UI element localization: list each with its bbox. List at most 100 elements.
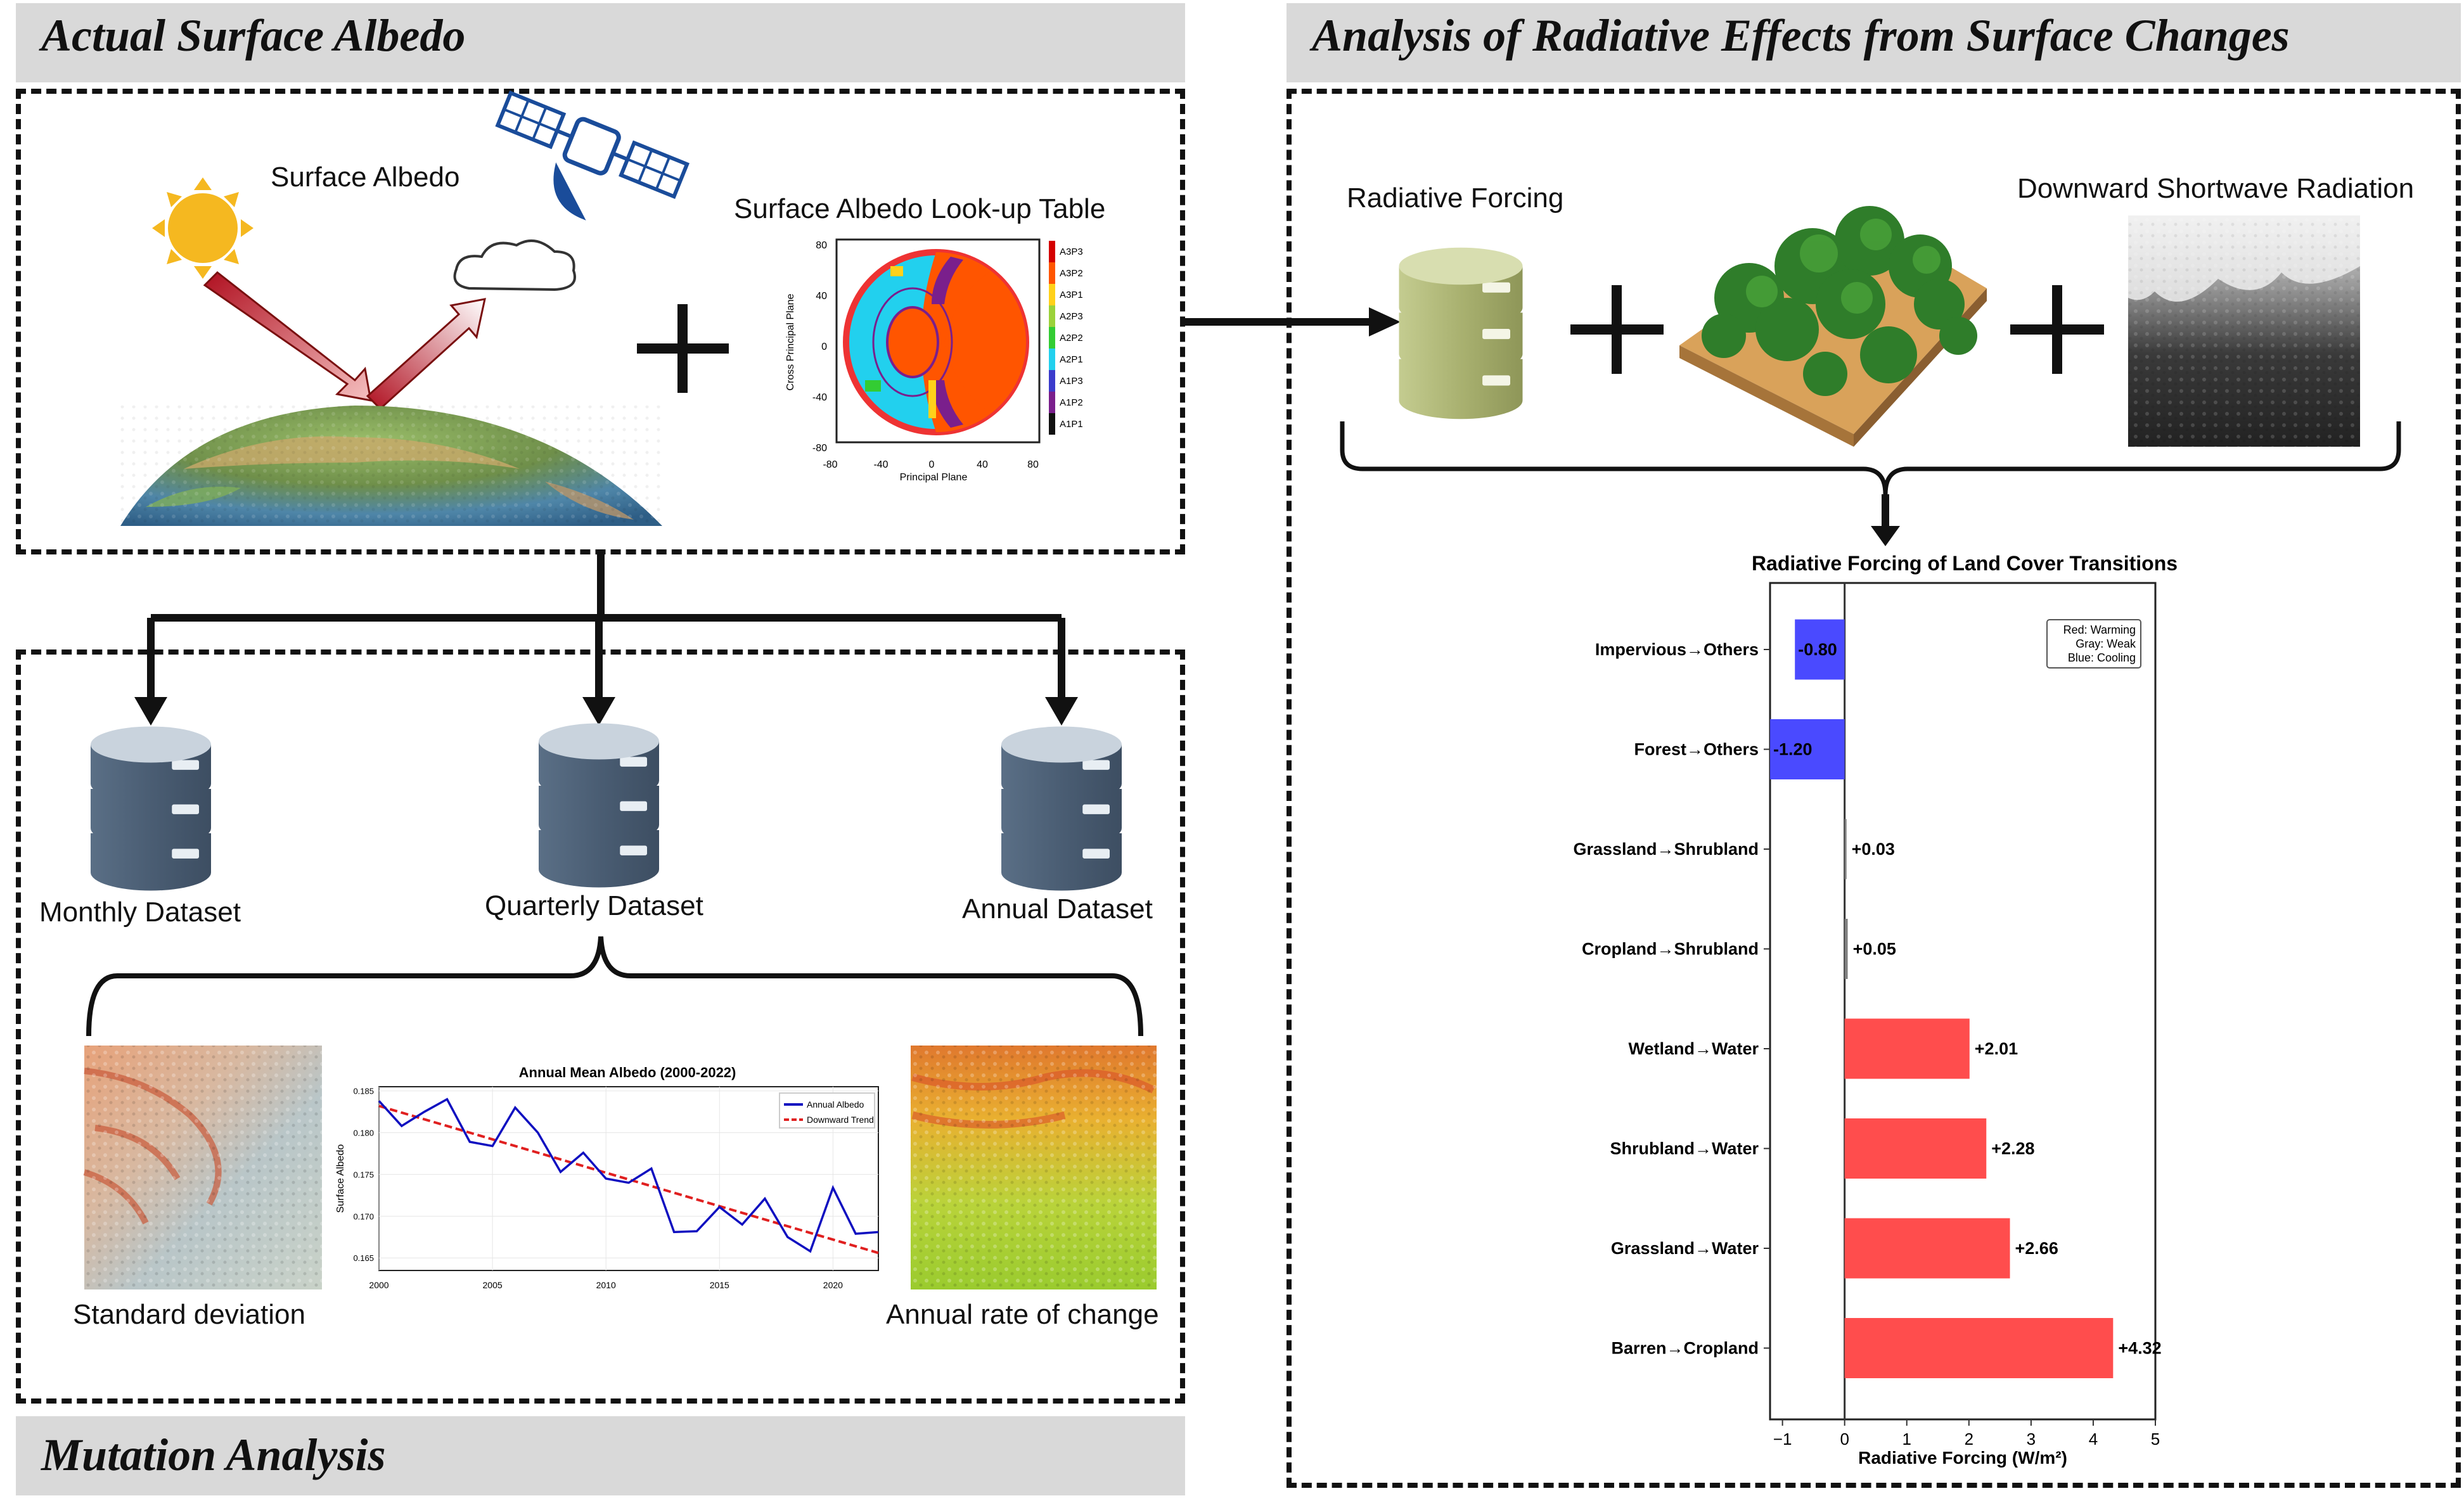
bar-chart-x-tick: −1 (1773, 1430, 1792, 1449)
monthly-dataset-label: Monthly Dataset (39, 897, 241, 928)
reflected-radiation-arrow (366, 298, 486, 411)
line-chart-x-tick: 2005 (483, 1280, 503, 1290)
legend-warming: Red: Warming (2063, 624, 2136, 636)
database-slot (1482, 375, 1510, 386)
line-chart-y-tick: 0.170 (353, 1212, 374, 1221)
bar-chart-x-label: Radiative Forcing (W/m²) (1858, 1448, 2067, 1468)
bar-chart-x-tick: 3 (2027, 1430, 2036, 1449)
radiative-forcing-label: Radiative Forcing (1347, 182, 1564, 214)
lut-y-tick: 80 (816, 240, 827, 251)
downward-shortwave-radiation-image (2128, 215, 2360, 447)
database-segment (1399, 312, 1523, 373)
bar-value-label: -1.20 (1773, 740, 1813, 759)
annual-dataset-label: Annual Dataset (962, 893, 1153, 925)
split-arrowheads (134, 697, 1078, 726)
database-segment (91, 789, 211, 847)
cloud-icon (453, 240, 576, 291)
lut-x-tick: 40 (977, 459, 988, 470)
bar (1844, 1218, 2010, 1279)
quarterly-database-icon (539, 723, 659, 888)
actual-albedo-banner: Actual Surface Albedo (16, 3, 1185, 82)
database-slot (1482, 282, 1510, 293)
quarterly-brace (86, 936, 1143, 1037)
line-chart-x-tick: 2010 (596, 1280, 616, 1290)
database-slot (1482, 329, 1510, 340)
bar-value-label: +2.66 (2015, 1239, 2058, 1258)
lut-legend-label: A1P1 (1060, 419, 1083, 430)
lut-x-tick: -80 (823, 459, 837, 470)
line-chart-y-tick: 0.185 (353, 1087, 374, 1096)
dsr-label: Downward Shortwave Radiation (2017, 173, 2415, 204)
split-connector (147, 554, 1065, 703)
albedo-box (16, 89, 1185, 554)
database-slot (172, 760, 199, 770)
right-connector-arrow (1185, 307, 1401, 336)
bar-chart-x-tick: 1 (1903, 1430, 1911, 1449)
database-slot (172, 804, 199, 814)
lut-legend-label: A2P2 (1060, 333, 1083, 343)
quarterly-dataset-label: Quarterly Dataset (485, 890, 703, 921)
lut-x-tick: 0 (929, 459, 935, 470)
satellite-icon (495, 90, 690, 221)
plus-icon (2010, 285, 2104, 374)
bar-category-label: Grassland→Water (1611, 1239, 1759, 1258)
lut-y-tick: 40 (816, 291, 827, 302)
line-chart-y-tick: 0.180 (353, 1129, 374, 1138)
sun-icon (152, 177, 253, 279)
lut-legend-label: A2P3 (1060, 311, 1083, 322)
lut-legend-swatch (1049, 262, 1055, 284)
surface-albedo-label: Surface Albedo (271, 162, 460, 193)
lut-legend-label: A1P3 (1060, 376, 1083, 387)
line-chart-x-tick: 2000 (369, 1280, 388, 1290)
lut-legend-swatch (1049, 413, 1055, 435)
bar-chart-x-tick: 0 (1840, 1430, 1849, 1449)
legend-downward-trend: Downward Trend (807, 1115, 874, 1125)
annual-rate-map (911, 1046, 1157, 1289)
database-segment (539, 830, 659, 888)
plus-icon (637, 304, 729, 393)
database-slot (1082, 760, 1110, 770)
bar-category-label: Wetland→Water (1628, 1039, 1759, 1058)
mutation-analysis-title: Mutation Analysis (41, 1430, 386, 1480)
bar-category-label: Impervious→Others (1595, 640, 1759, 659)
lut-x-tick: 80 (1027, 459, 1039, 470)
legend-annual-albedo: Annual Albedo (807, 1099, 864, 1110)
lut-legend-label: A1P2 (1060, 397, 1083, 408)
bar-value-label: +4.32 (2118, 1339, 2161, 1358)
radiative-effects-title: Analysis of Radiative Effects from Surfa… (1312, 10, 2290, 61)
monthly-database-icon (91, 726, 211, 891)
lut-x-axis-label: Principal Plane (900, 472, 968, 483)
radiative-forcing-database-icon (1399, 247, 1523, 419)
downward-trend-line (378, 1104, 879, 1255)
bar-value-label: +2.01 (1975, 1039, 2018, 1058)
database-segment (539, 786, 659, 843)
lut-y-tick: 0 (821, 342, 827, 352)
lut-legend-swatch (1049, 370, 1055, 392)
database-top (91, 726, 211, 763)
bar-category-label: Barren→Cropland (1611, 1339, 1759, 1358)
lut-legend-swatch (1049, 305, 1055, 327)
std-deviation-label: Standard deviation (73, 1299, 305, 1330)
bar-category-label: Cropland→Shrubland (1582, 940, 1759, 959)
bar-value-label: -0.80 (1798, 640, 1837, 659)
bar-value-label: +0.03 (1852, 840, 1895, 859)
database-slot (620, 801, 647, 811)
lut-title: Surface Albedo Look-up Table (734, 193, 1106, 224)
radiative-box (1287, 89, 2461, 1488)
lut-legend-label: A3P2 (1060, 268, 1083, 279)
database-slot (620, 845, 647, 855)
earth-image (120, 406, 662, 526)
database-segment (1001, 789, 1122, 847)
bar-chart-x-tick: 5 (2151, 1430, 2160, 1449)
lut-x-tick: -40 (873, 459, 888, 470)
actual-albedo-title: Actual Surface Albedo (41, 10, 466, 61)
database-segment (1399, 359, 1523, 419)
bar (1844, 1018, 1970, 1079)
lut-legend-swatch (1049, 349, 1055, 370)
arrowhead-annual (1045, 697, 1078, 726)
lut-legend-label: A2P1 (1060, 354, 1083, 365)
database-slot (1082, 804, 1110, 814)
lut-legend-swatch (1049, 392, 1055, 413)
